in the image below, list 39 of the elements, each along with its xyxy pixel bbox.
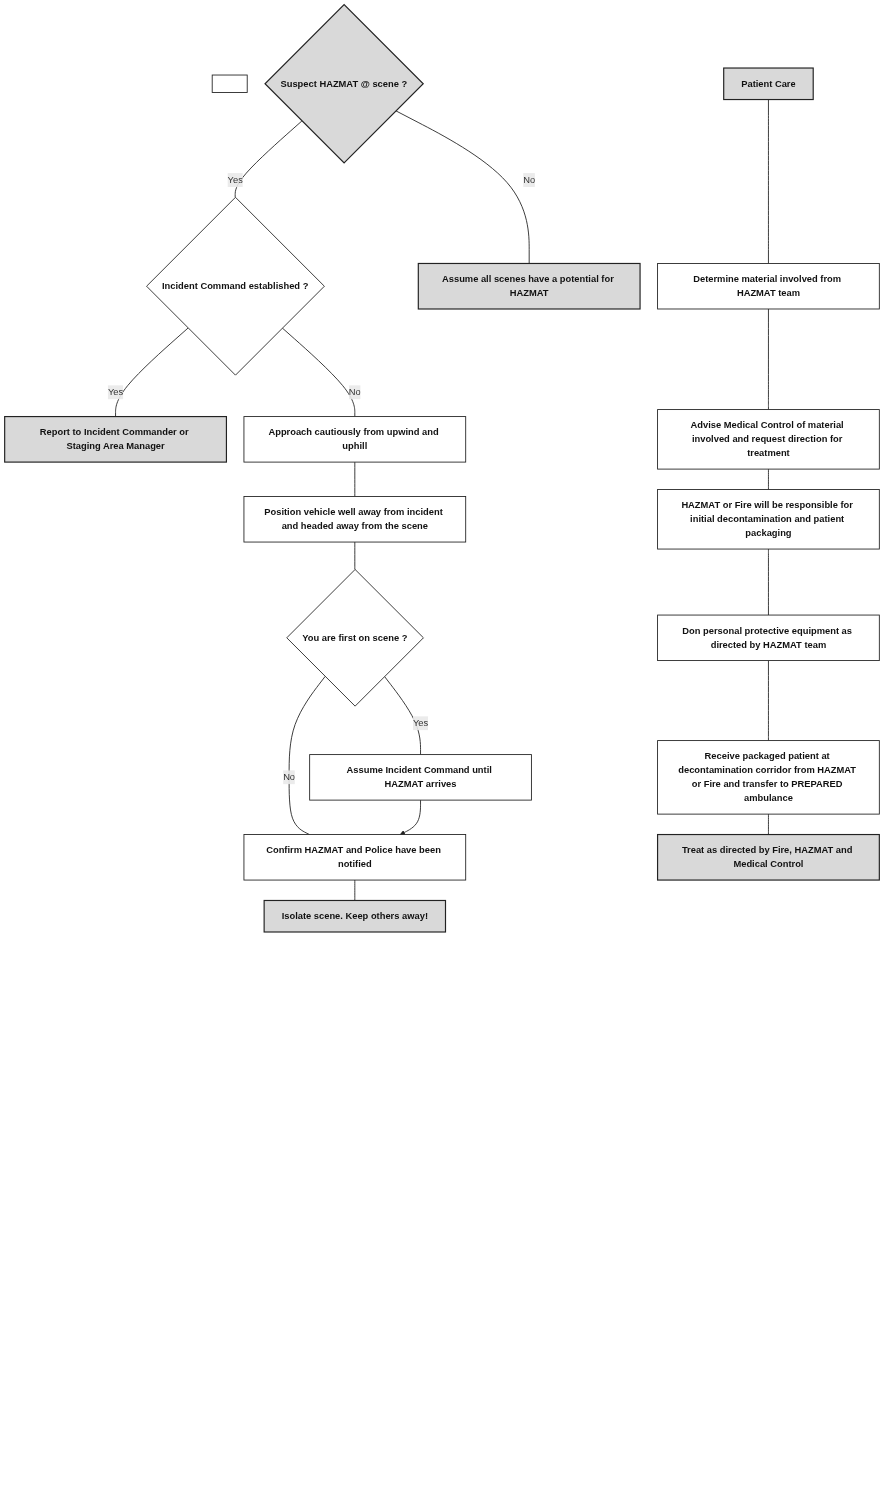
node-diamond: Suspect HAZMAT @ scene ? (264, 3, 425, 164)
node-box (211, 74, 248, 93)
connector (768, 813, 769, 835)
connector (354, 879, 356, 901)
node-box: Advise Medical Control of material involved and request direction for treatment (657, 409, 880, 470)
node-box: Confirm HAZMAT and Police have been notified (243, 834, 467, 881)
edge-label: Yes (227, 174, 243, 185)
node-box: Treat as directed by Fire, HAZMAT and Medical Control (657, 833, 880, 881)
connector (234, 120, 303, 198)
connector (384, 676, 421, 756)
connector (354, 541, 356, 570)
node-box: Receive packaged patient at decontamination corridor from HAZMAT or Fire and transfer to PREPARED ambulance (657, 740, 880, 815)
node-box: Report to Incident Commander or Staging Area Manager (4, 416, 227, 463)
node-box: Assume Incident Command until HAZMAT arrives (309, 754, 532, 801)
edge-label: No (283, 772, 296, 783)
node-box: Assume all scenes have a potential for HAZMAT (417, 262, 641, 310)
node-box: Don personal protective equipment as directed by HAZMAT team (657, 614, 880, 661)
edge-label: Yes (107, 387, 124, 398)
node-box: Position vehicle well away from incident and headed away from the scene (243, 496, 467, 543)
connector (768, 548, 769, 616)
connector (768, 308, 769, 410)
node-box: Patient Care (723, 67, 814, 101)
connector (115, 327, 189, 417)
node-diamond: Incident Command established ? (146, 196, 325, 376)
connector (768, 660, 769, 742)
node-box: HAZMAT or Fire will be responsible for initial decontamination and patient packaging (657, 489, 880, 550)
connector (288, 676, 326, 835)
connector (354, 461, 356, 497)
edge-label: No (523, 174, 536, 185)
connector (768, 468, 769, 490)
edge-label: No (348, 387, 361, 398)
connector (768, 99, 769, 264)
connector (395, 110, 530, 264)
node-box: Isolate scene. Keep others away! (263, 899, 447, 933)
node-box: Approach cautiously from upwind and uphill (243, 416, 467, 463)
connector (281, 327, 356, 417)
edge-label: Yes (412, 718, 429, 729)
node-box: Determine material involved from HAZMAT team (657, 263, 880, 310)
node-diamond: You are first on scene ? (286, 569, 424, 707)
